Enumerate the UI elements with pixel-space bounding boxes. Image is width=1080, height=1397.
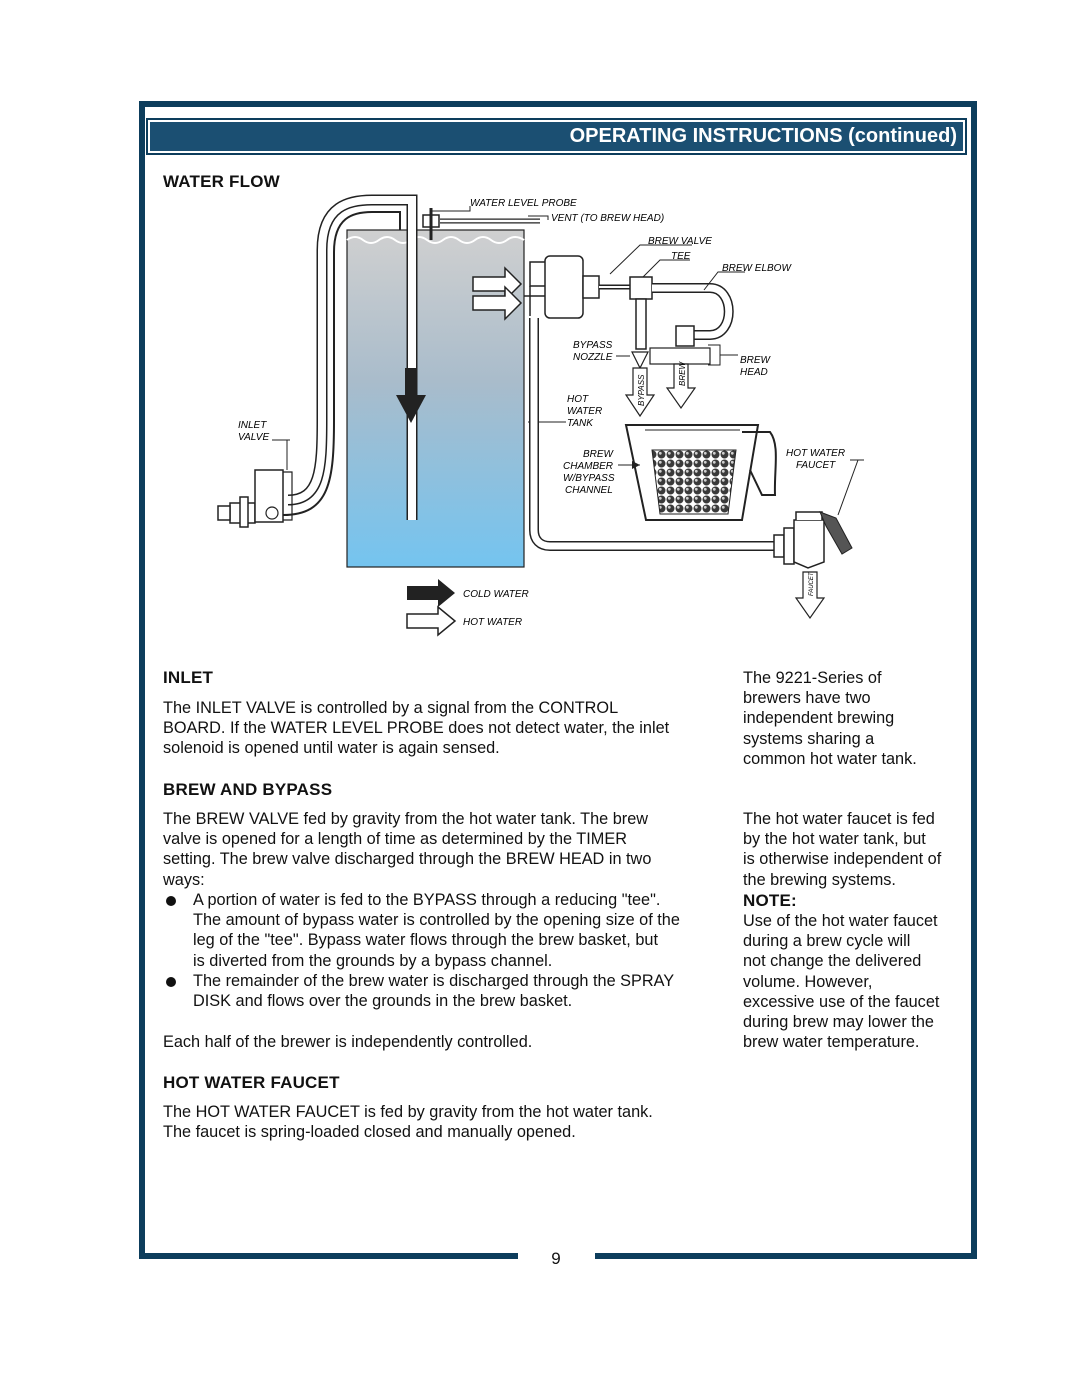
text-line: common hot water tank. [743, 749, 917, 768]
legend-hot-arrow [406, 605, 457, 637]
brew-bypass-heading: BREW AND BYPASS [163, 780, 333, 799]
svg-text:TEE: TEE [671, 251, 691, 262]
text-line: The BREW VALVE fed by gravity from the h… [163, 810, 649, 828]
text-line: solenoid is opened until water is again … [163, 739, 500, 758]
svg-text:HEAD: HEAD [740, 367, 768, 378]
text-line: volume. However, [743, 972, 873, 991]
svg-text:INLET: INLET [238, 420, 267, 431]
text-line: ways: [163, 870, 205, 889]
svg-text:CHAMBER: CHAMBER [563, 461, 613, 472]
svg-text:BREW VALVE: BREW VALVE [648, 236, 712, 247]
svg-text:BREW: BREW [678, 361, 687, 386]
text-line: is otherwise independent of [743, 850, 942, 869]
svg-text:FAUCET: FAUCET [809, 571, 815, 596]
text-line: The INLET VALVE is controlled by a signa… [163, 699, 619, 717]
hot-water-faucet-paragraph: The HOT WATER FAUCET is fed by gravity f… [163, 1102, 653, 1142]
water-flow-diagram: WATER LEVEL PROBE VENT (TO BREW HEAD) IN… [217, 194, 864, 637]
svg-text:BREW: BREW [740, 355, 772, 366]
frame-bottom-right [595, 1253, 977, 1259]
svg-text:W/BYPASS: W/BYPASS [563, 473, 615, 484]
text-line: leg of the "tee". Bypass water flows thr… [193, 931, 658, 950]
svg-text:VENT (TO BREW HEAD): VENT (TO BREW HEAD) [551, 213, 664, 224]
text-line: The faucet is spring-loaded closed and m… [163, 1123, 576, 1142]
page-frame [139, 101, 977, 1259]
svg-text:BREW: BREW [583, 449, 615, 460]
bullet-dot [166, 977, 176, 987]
text-line: not change the delivered [743, 952, 922, 971]
svg-text:COLD WATER: COLD WATER [463, 589, 529, 600]
text-line: systems sharing a [743, 729, 875, 748]
section-header: OPERATING INSTRUCTIONS (continued) [146, 118, 967, 155]
brew-bypass-intro: The BREW VALVE fed by gravity from the h… [163, 809, 651, 890]
inlet-paragraph: The INLET VALVE is controlled by a signa… [163, 698, 669, 759]
side-series-note: The 9221-Series of brewers have two inde… [743, 668, 917, 769]
water-flow-heading: WATER FLOW [163, 172, 280, 191]
text-line: brewers have two [743, 689, 871, 708]
svg-text:BYPASS: BYPASS [573, 340, 613, 351]
svg-text:WATER: WATER [567, 406, 602, 417]
svg-text:HOT: HOT [567, 394, 589, 405]
text-line: excessive use of the faucet [743, 992, 940, 1011]
text-line: by the hot water tank, but [743, 830, 926, 849]
text-line: The HOT WATER FAUCET is fed by gravity f… [163, 1103, 653, 1121]
bullet-dot [166, 896, 176, 906]
text-line: independent brewing [743, 709, 895, 728]
text-line: The amount of bypass water is controlled… [193, 911, 680, 930]
inlet-heading: INLET [163, 668, 214, 687]
svg-text:CHANNEL: CHANNEL [565, 485, 613, 496]
frame-bottom-left [139, 1253, 518, 1259]
text-line: DISK and flows over the grounds in the b… [193, 992, 573, 1011]
svg-text:HOT WATER: HOT WATER [786, 448, 845, 459]
text-line: the brewing systems. [743, 870, 896, 889]
text-line: Use of the hot water faucet [743, 912, 938, 930]
svg-text:VALVE: VALVE [238, 432, 269, 443]
svg-text:NOZZLE: NOZZLE [573, 352, 613, 363]
text-line: is diverted from the grounds by a bypass… [193, 951, 553, 970]
text-line: brew water temperature. [743, 1033, 920, 1052]
svg-text:WATER LEVEL PROBE: WATER LEVEL PROBE [470, 198, 577, 209]
text-line: The 9221-Series of [743, 669, 882, 687]
note-heading: NOTE: [743, 891, 797, 910]
side-faucet-note: The hot water faucet is fed by the hot w… [743, 809, 941, 890]
hot-water-faucet-heading: HOT WATER FAUCET [163, 1073, 340, 1092]
text-line: setting. The brew valve discharged throu… [163, 850, 652, 869]
svg-text:BREW ELBOW: BREW ELBOW [722, 263, 792, 274]
svg-text:HOT WATER: HOT WATER [463, 617, 522, 628]
text-line: A portion of water is fed to the BYPASS … [193, 891, 661, 909]
text-line: BOARD. If the WATER LEVEL PROBE does not… [163, 719, 670, 738]
page-title: OPERATING INSTRUCTIONS (continued) [569, 125, 957, 147]
svg-text:BYPASS: BYPASS [637, 374, 646, 406]
legend-cold-arrow [407, 579, 455, 607]
text-line: during a brew cycle will [743, 932, 911, 951]
svg-text:TANK: TANK [567, 418, 594, 429]
bullet-item-bypass: A portion of water is fed to the BYPASS … [193, 890, 680, 971]
page-number: 9 [551, 1249, 561, 1268]
svg-text:FAUCET: FAUCET [796, 460, 836, 471]
note-paragraph: Use of the hot water faucet during a bre… [743, 911, 939, 1052]
bullet-item-spray: The remainder of the brew water is disch… [193, 971, 674, 1011]
text-line: during brew may lower the [743, 1013, 934, 1032]
text-line: valve is opened for a length of time as … [163, 830, 627, 849]
brew-bypass-closing: Each half of the brewer is independently… [163, 1033, 533, 1051]
text-line: The remainder of the brew water is disch… [193, 972, 675, 990]
text-line: The hot water faucet is fed [743, 810, 935, 828]
